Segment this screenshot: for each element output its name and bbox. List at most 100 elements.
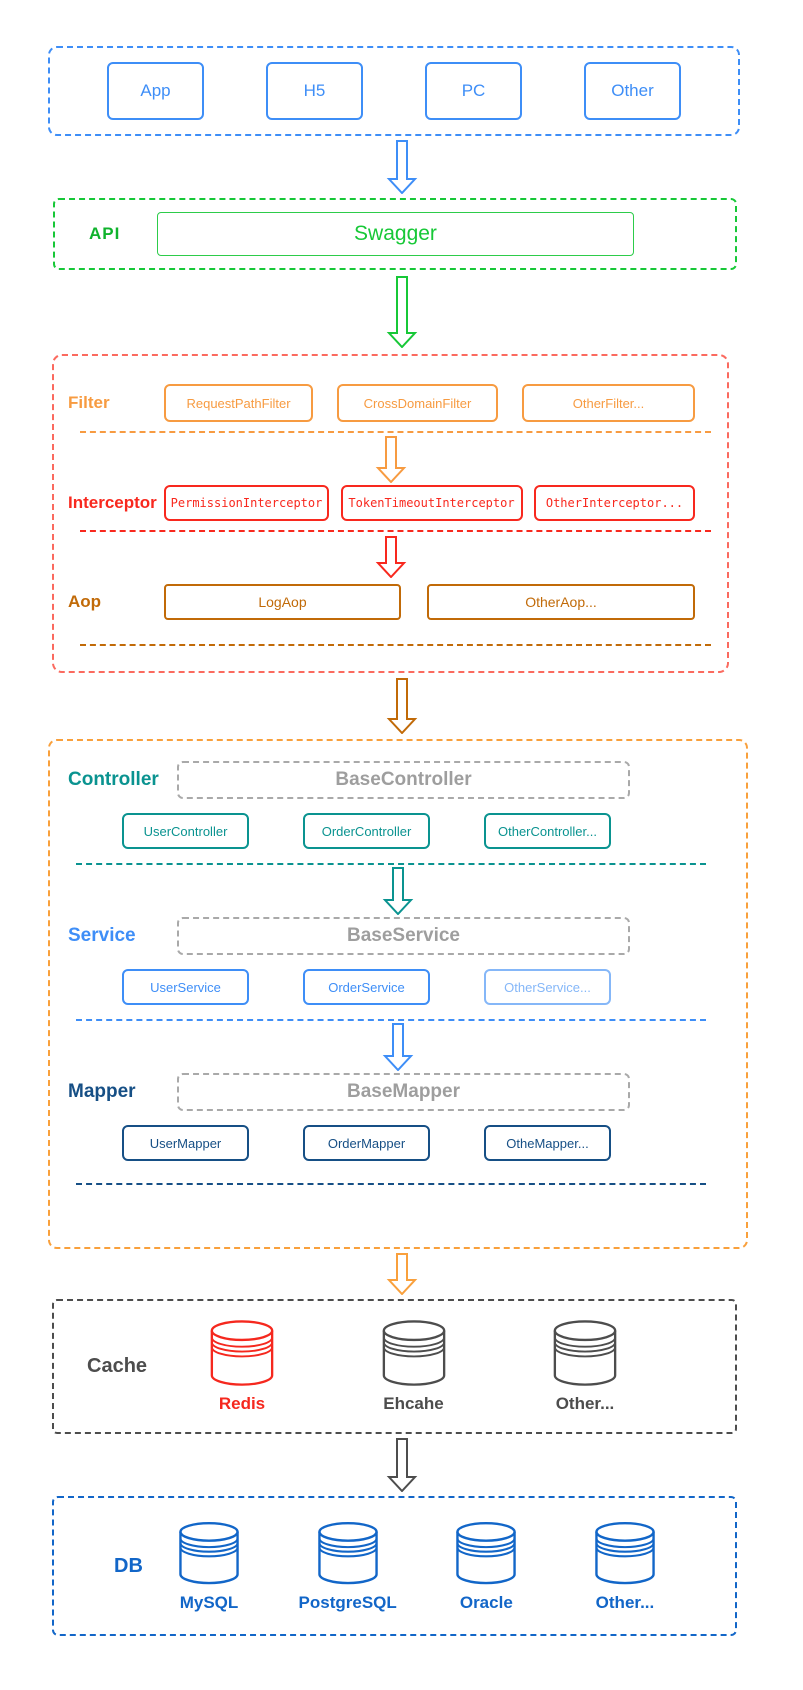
filter-separator [80,431,711,433]
box-base-mapper: BaseMapper [177,1073,630,1111]
box-cross-domain-filter: CrossDomainFilter [337,384,498,422]
ehcahe-database-cylinder-icon [382,1320,445,1386]
down-arrow-icon [382,867,414,915]
client-box-other: Other [584,62,681,120]
down-arrow-icon [386,276,417,348]
mapper-row-label: Mapper [68,1081,136,1102]
arrow-service-to-mapper [50,1023,746,1071]
interceptor-separator [80,530,711,532]
box-other-aop: OtherAop... [427,584,695,620]
box-user-mapper: UserMapper [122,1125,249,1161]
box-order-service: OrderService [303,969,430,1005]
box-log-aop-label: LogAop [258,594,307,610]
service-row-label: Service [68,925,136,946]
box-othe-mapper: OtheMapper... [484,1125,611,1161]
box-cross-domain-filter-label: CrossDomainFilter [363,395,472,411]
postgresql-database-cylinder-icon [317,1521,378,1584]
controller-row: Controller BaseController [50,761,746,799]
db-items: MySQL PostgreSQL [154,1520,680,1613]
db-item-oracle-label: Oracle [459,1592,513,1612]
box-other-filter: OtherFilter... [522,384,695,422]
interceptor-row: Interceptor PermissionInterceptor TokenT… [54,485,727,521]
box-order-controller: OrderController [303,813,430,849]
interceptor-boxes: PermissionInterceptor TokenTimeoutInterc… [164,485,695,521]
arrow-interceptor-to-aop [54,536,727,578]
box-user-mapper-label: UserMapper [149,1135,222,1151]
box-base-controller-label: BaseController [335,769,472,790]
box-base-service-label: BaseService [346,925,461,946]
api-layer-label: API [89,224,121,243]
filter-row-label: Filter [68,393,110,412]
arrow-app-to-cache [0,1253,803,1295]
aop-separator [80,644,711,646]
client-box-app-label: App [140,81,171,100]
db-item-postgresql-label: PostgreSQL [298,1592,397,1612]
web-layer-panel: Filter RequestPathFilter CrossDomainFilt… [52,354,729,673]
cache-item-redis: Redis [187,1319,297,1414]
cache-item-redis-label: Redis [218,1394,266,1413]
box-user-controller-label: UserController [143,823,228,839]
box-order-service-label: OrderService [328,979,405,995]
client-box-pc-label: PC [461,81,486,100]
db-item-oracle: Oracle [431,1520,541,1613]
box-permission-interceptor: PermissionInterceptor [164,485,329,521]
cache-item-other: Other... [530,1319,640,1414]
controller-separator [76,863,706,865]
box-user-service: UserService [122,969,249,1005]
db-item-mysql-label: MySQL [179,1592,239,1612]
box-order-mapper: OrderMapper [303,1125,430,1161]
arrow-controller-to-service [50,867,746,915]
box-other-controller-label: OtherController... [498,823,597,839]
service-boxes: UserService OrderService OtherService... [122,969,611,1005]
app-layer-panel: Controller BaseController UserController… [48,739,748,1249]
box-base-mapper-label: BaseMapper [347,1081,460,1102]
service-row: Service BaseService [50,917,746,955]
swagger-box-label: Swagger [354,222,437,245]
arrow-cache-to-db [0,1438,803,1492]
box-log-aop: LogAop [164,584,401,620]
other-cache-database-cylinder-icon [553,1320,617,1386]
arrow-filter-to-interceptor [54,436,727,483]
box-user-service-label: UserService [150,979,221,995]
client-layer-panel: App H5 PC Other [48,46,740,136]
interceptor-row-label: Interceptor [68,493,157,512]
box-token-timeout-interceptor-label: TokenTimeoutInterceptor [348,496,515,510]
aop-boxes: LogAop OtherAop... [164,584,695,620]
down-arrow-icon [386,1438,417,1492]
box-permission-interceptor-label: PermissionInterceptor [170,496,323,510]
box-other-interceptor: OtherInterceptor... [534,485,695,521]
mysql-database-cylinder-icon [179,1521,239,1584]
down-arrow-icon [382,1023,414,1071]
box-request-path-filter: RequestPathFilter [164,384,313,422]
down-arrow-icon [386,678,417,734]
box-other-aop-label: OtherAop... [525,594,597,610]
filter-boxes: RequestPathFilter CrossDomainFilter Othe… [164,384,695,422]
box-other-service-label: OtherService... [504,979,591,995]
controller-boxes: UserController OrderController OtherCont… [122,813,611,849]
box-othe-mapper-label: OtheMapper... [506,1135,589,1151]
cache-layer-panel: Cache Redis [52,1299,737,1434]
filter-row: Filter RequestPathFilter CrossDomainFilt… [54,384,727,422]
client-box-other-label: Other [611,81,654,100]
down-arrow-icon [386,140,417,194]
box-base-controller: BaseController [177,761,630,799]
cache-item-ehcahe: Ehcahe [359,1319,469,1414]
db-item-mysql: MySQL [154,1520,264,1613]
client-box-pc: PC [425,62,522,120]
cache-items: Redis Ehcahe [187,1319,640,1414]
aop-row: Aop LogAop OtherAop... [54,584,727,620]
oracle-database-cylinder-icon [456,1521,517,1584]
client-box-h5: H5 [266,62,363,120]
box-token-timeout-interceptor: TokenTimeoutInterceptor [340,485,523,521]
box-order-mapper-label: OrderMapper [327,1135,406,1151]
mapper-separator [76,1183,706,1185]
box-order-controller-label: OrderController [321,823,412,839]
box-other-controller: OtherController... [484,813,611,849]
box-request-path-filter-label: RequestPathFilter [186,395,291,411]
box-other-service: OtherService... [484,969,611,1005]
mapper-row: Mapper BaseMapper [50,1073,746,1111]
cache-item-other-label: Other... [555,1394,615,1413]
db-item-other: Other... [570,1520,680,1613]
box-other-filter-label: OtherFilter... [572,395,645,411]
